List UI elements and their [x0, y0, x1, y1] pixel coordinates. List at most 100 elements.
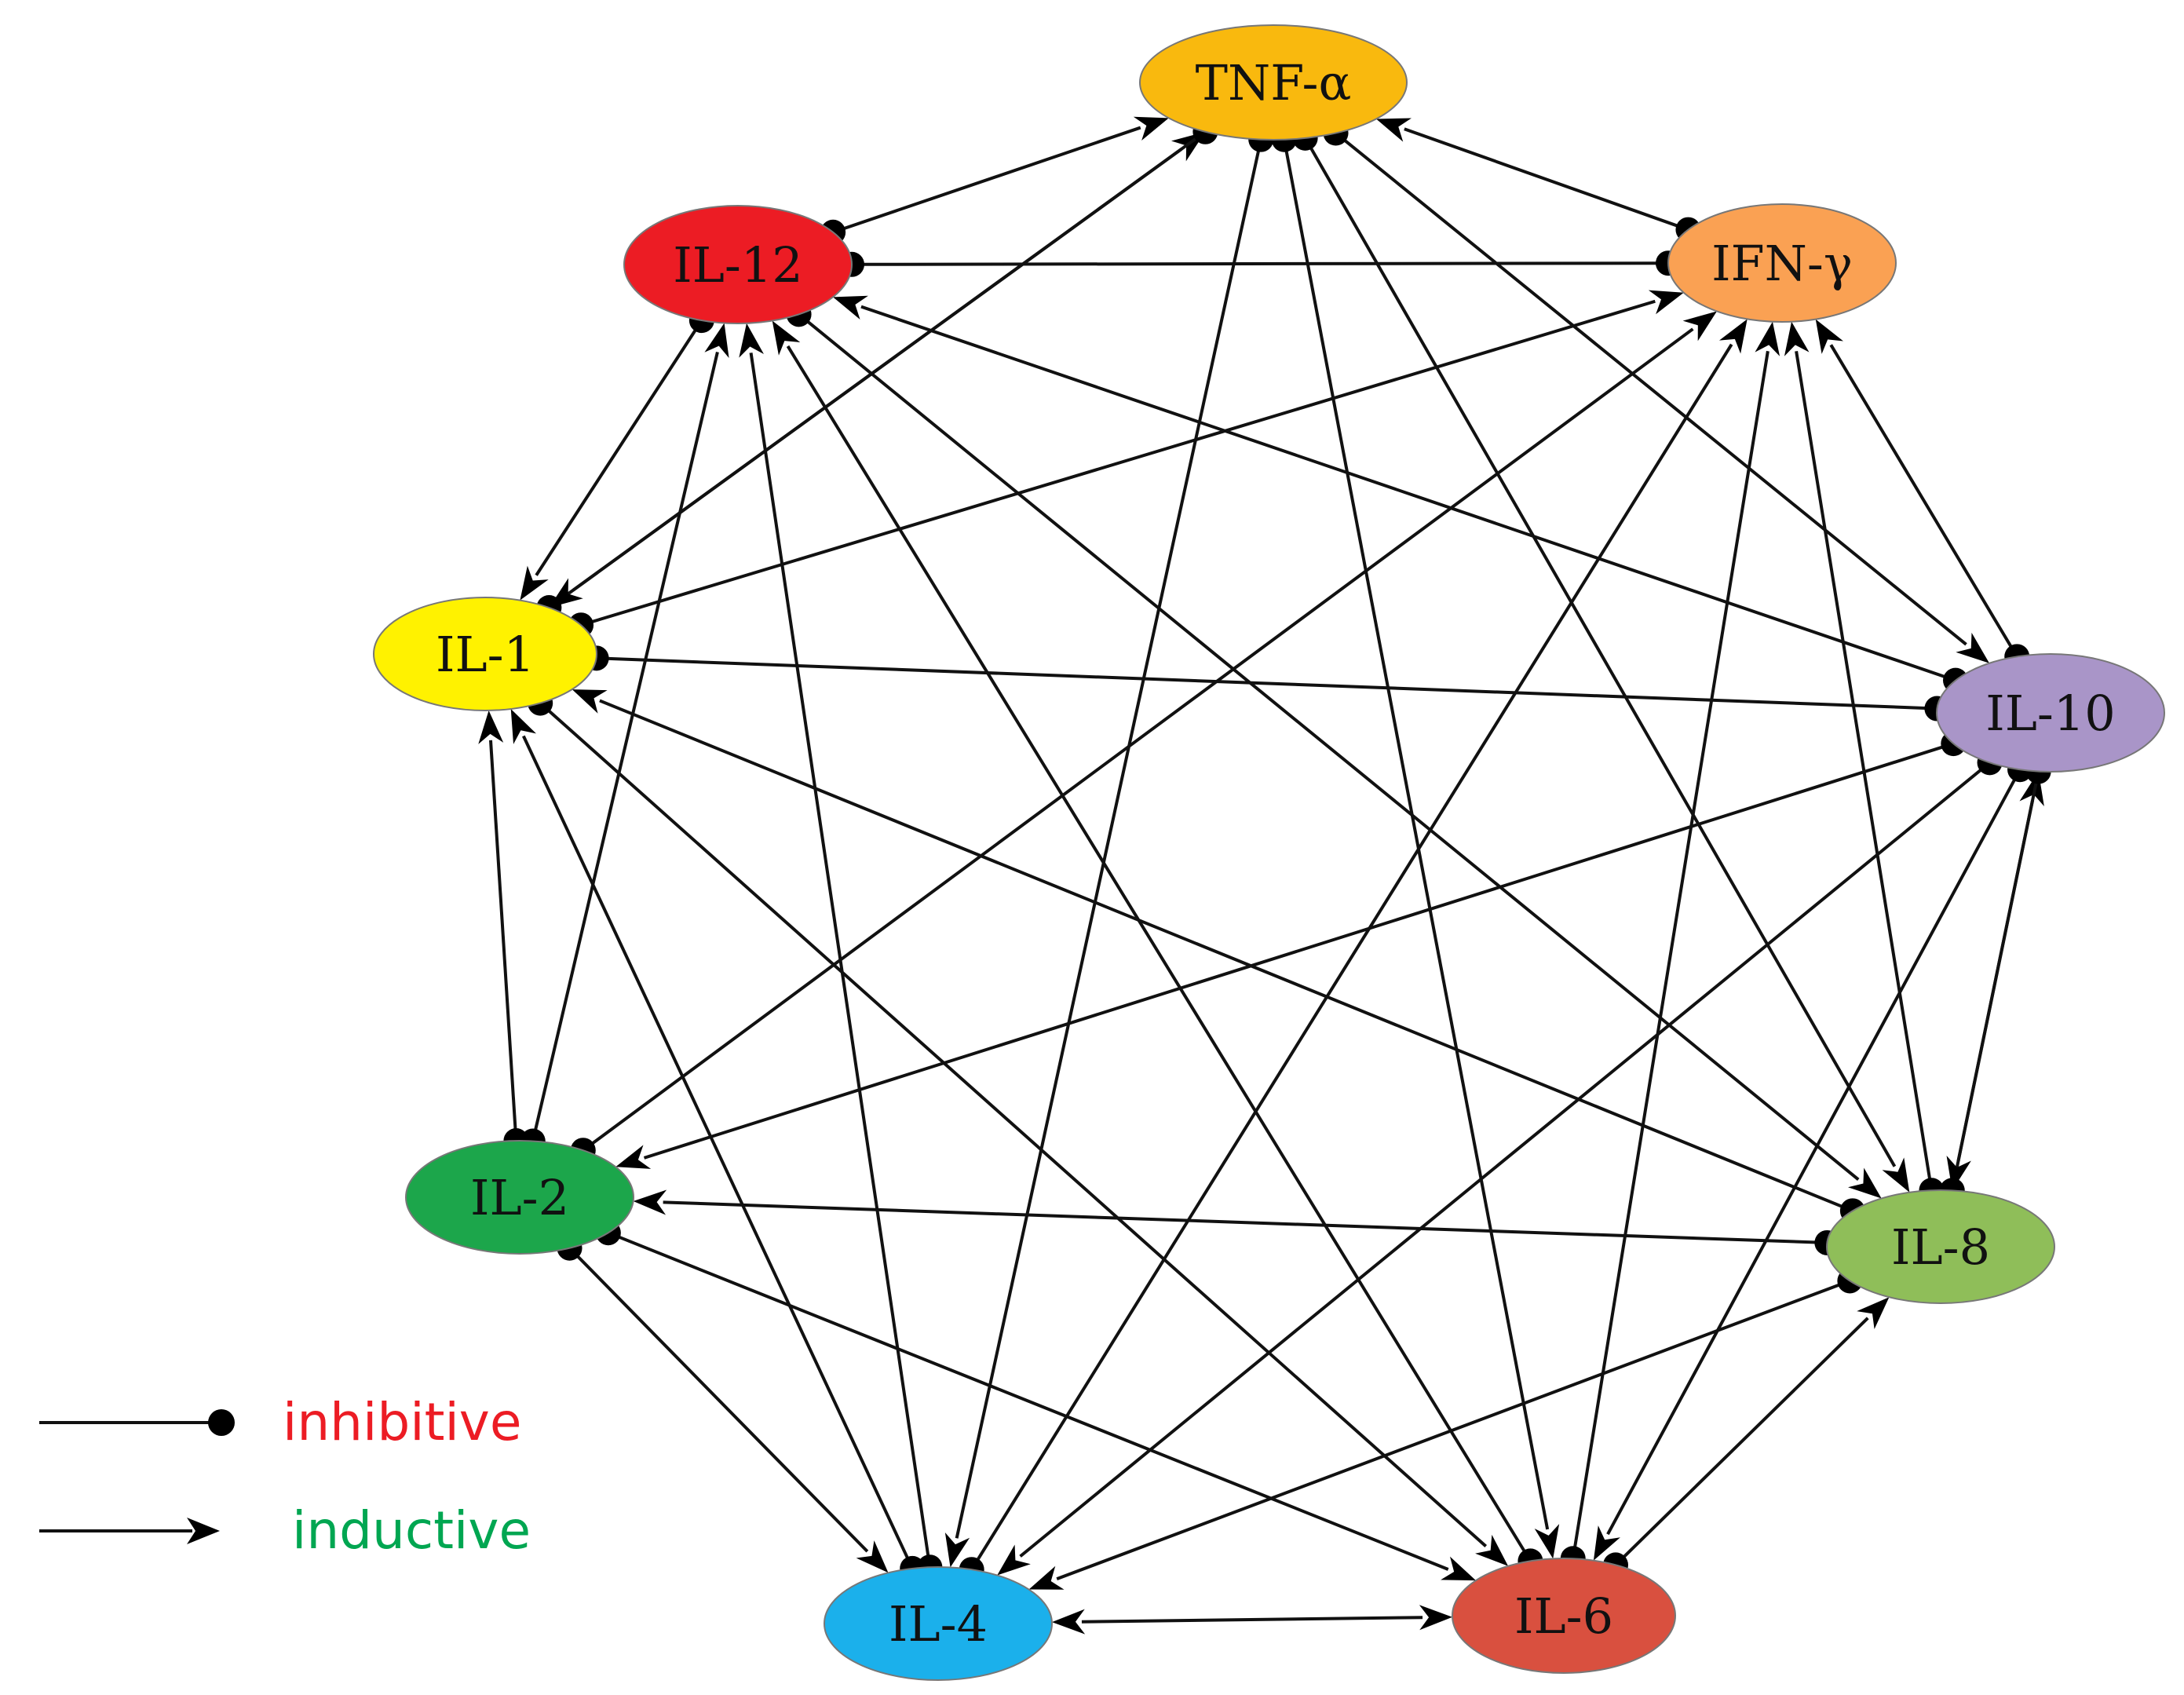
edge-il2-il6 [612, 1233, 1449, 1571]
edge-il2-il4-end-arrowhead [856, 1540, 889, 1573]
edge-il10-il6 [1606, 773, 2019, 1536]
edge-tnf-il8 [1306, 141, 1897, 1167]
edge-il10-il4-end-arrowhead [997, 1544, 1031, 1576]
edge-il10-il12-end-arrowhead [833, 295, 868, 320]
edge-tnf-il6 [1283, 144, 1550, 1530]
edge-il12-ifn [856, 261, 1664, 266]
edge-il6-il12-end-arrowhead [772, 320, 801, 356]
edge-il2-ifn [586, 327, 1694, 1149]
edge-il1-ifn-end-arrowhead [1648, 290, 1684, 315]
edge-il10-il2-end-arrowhead [615, 1145, 652, 1169]
node-ifn-label: IFN-γ [1711, 235, 1853, 292]
node-il2-ellipse [405, 1140, 634, 1255]
edge-il6-il12 [786, 345, 1530, 1558]
edge-il10-il6-end-arrowhead [1593, 1525, 1620, 1561]
edge-il10-ifn-end-arrowhead [1815, 319, 1844, 354]
edge-il6-il8 [1617, 1317, 1869, 1563]
edge-il8-il2 [663, 1200, 1823, 1244]
legend-inductive-arrowhead [187, 1518, 220, 1544]
edge-il2-il1 [488, 740, 518, 1137]
legend-item-inductive: inductive [39, 1500, 531, 1561]
edge-il12-il1 [535, 323, 701, 576]
edge-il8-il4-end-arrowhead [1028, 1565, 1065, 1590]
edge-il10-il2 [643, 743, 1950, 1160]
edge-il1-il6 [542, 705, 1488, 1547]
edges-layer [478, 116, 2051, 1635]
edge-il12-tnf-end-arrowhead [1133, 116, 1169, 141]
edge-il2-il4 [572, 1250, 869, 1553]
edge-tnf-il1-end-arrowhead [549, 578, 583, 608]
edge-il1-ifn [585, 299, 1656, 626]
node-il2-label: IL-2 [470, 1169, 569, 1226]
legend-item-inhibitive: inhibitive [39, 1392, 521, 1452]
edge-ifn-tnf-end-arrowhead [1376, 118, 1412, 142]
edge-il2-ifn-end-arrowhead [1682, 311, 1717, 342]
edge-il10-ifn [1829, 344, 2016, 654]
node-ifn: IFN-γ [1667, 203, 1897, 323]
node-il8: IL-8 [1826, 1189, 2055, 1304]
node-il12-label: IL-12 [673, 236, 803, 294]
edge-tnf-il6-end-arrowhead [1534, 1524, 1560, 1559]
node-tnf-ellipse [1139, 24, 1408, 141]
edge-il8-il2-end-arrowhead [633, 1189, 667, 1215]
edge-il2-il6-end-arrowhead [1441, 1556, 1477, 1581]
edge-il2-il12-end-arrowhead [704, 323, 729, 358]
node-il12-ellipse [623, 205, 853, 324]
edge-il10-il4 [1019, 764, 1988, 1558]
edge-il12-il8 [801, 316, 1860, 1181]
edge-tnf-il4 [955, 144, 1262, 1539]
legend-inhibitive-dot [208, 1409, 235, 1436]
edge-il8-il1 [599, 699, 1850, 1211]
node-il4-ellipse [824, 1566, 1053, 1681]
node-il1-label: IL-1 [436, 626, 535, 683]
node-il10: IL-10 [1936, 653, 2165, 773]
node-il6: IL-6 [1452, 1558, 1676, 1674]
node-il1-ellipse [373, 597, 597, 711]
edge-il8-il4 [1056, 1280, 1846, 1581]
node-il8-label: IL-8 [1891, 1218, 1990, 1276]
node-il10-label: IL-10 [1985, 685, 2116, 742]
node-il10-ellipse [1936, 653, 2165, 773]
edge-il2-il12 [532, 352, 719, 1138]
edge-il12-tnf [837, 126, 1141, 232]
edge-il12-il1-end-arrowhead [520, 565, 549, 601]
node-tnf: TNF-α [1139, 24, 1408, 141]
edge-il8-il1-end-arrowhead [572, 689, 608, 714]
edge-il2-il1-end-arrowhead [478, 710, 504, 744]
edge-il4-il1 [522, 735, 912, 1565]
edge-il4-il6 [1081, 1616, 1423, 1624]
legend-inductive-label: inductive [292, 1500, 531, 1561]
node-tnf-label: TNF-α [1196, 54, 1352, 111]
node-il2: IL-2 [405, 1140, 634, 1255]
edge-tnf-il1 [572, 133, 1203, 592]
edge-il10-il8-end-arrowhead [1946, 1156, 1971, 1191]
node-il4-label: IL-4 [889, 1595, 988, 1653]
edge-il12-il8-end-arrowhead [1848, 1167, 1882, 1199]
legend: inhibitive inductive [39, 1392, 531, 1561]
edge-il4-il6-start-arrowhead [1051, 1609, 1086, 1635]
edge-tnf-il8-end-arrowhead [1882, 1157, 1910, 1193]
node-il8-ellipse [1826, 1189, 2055, 1304]
edge-il4-il6-end-arrowhead [1419, 1605, 1453, 1631]
edge-il4-il12 [749, 353, 931, 1563]
legend-inhibitive-label: inhibitive [283, 1392, 521, 1452]
node-il6-ellipse [1452, 1558, 1676, 1674]
edge-tnf-il4-end-arrowhead [944, 1532, 970, 1568]
node-il6-label: IL-6 [1514, 1587, 1613, 1645]
edge-il6-ifn-end-arrowhead [1755, 321, 1780, 356]
node-il12: IL-12 [623, 205, 853, 324]
node-il4: IL-4 [824, 1566, 1053, 1681]
edge-il4-il1-end-arrowhead [510, 709, 537, 744]
edge-tnf-il10 [1338, 134, 1967, 646]
edge-il4-ifn-end-arrowhead [1718, 319, 1748, 354]
node-il1: IL-1 [373, 597, 597, 711]
edge-il6-ifn [1572, 350, 1769, 1554]
edge-il8-ifn-end-arrowhead [1784, 321, 1810, 356]
edge-ifn-tnf [1404, 127, 1685, 230]
edge-tnf-il10-end-arrowhead [1956, 632, 1990, 663]
node-ifn-ellipse [1667, 203, 1897, 323]
edge-il4-ifn [973, 343, 1733, 1567]
edge-il10-il8 [1956, 776, 2040, 1162]
